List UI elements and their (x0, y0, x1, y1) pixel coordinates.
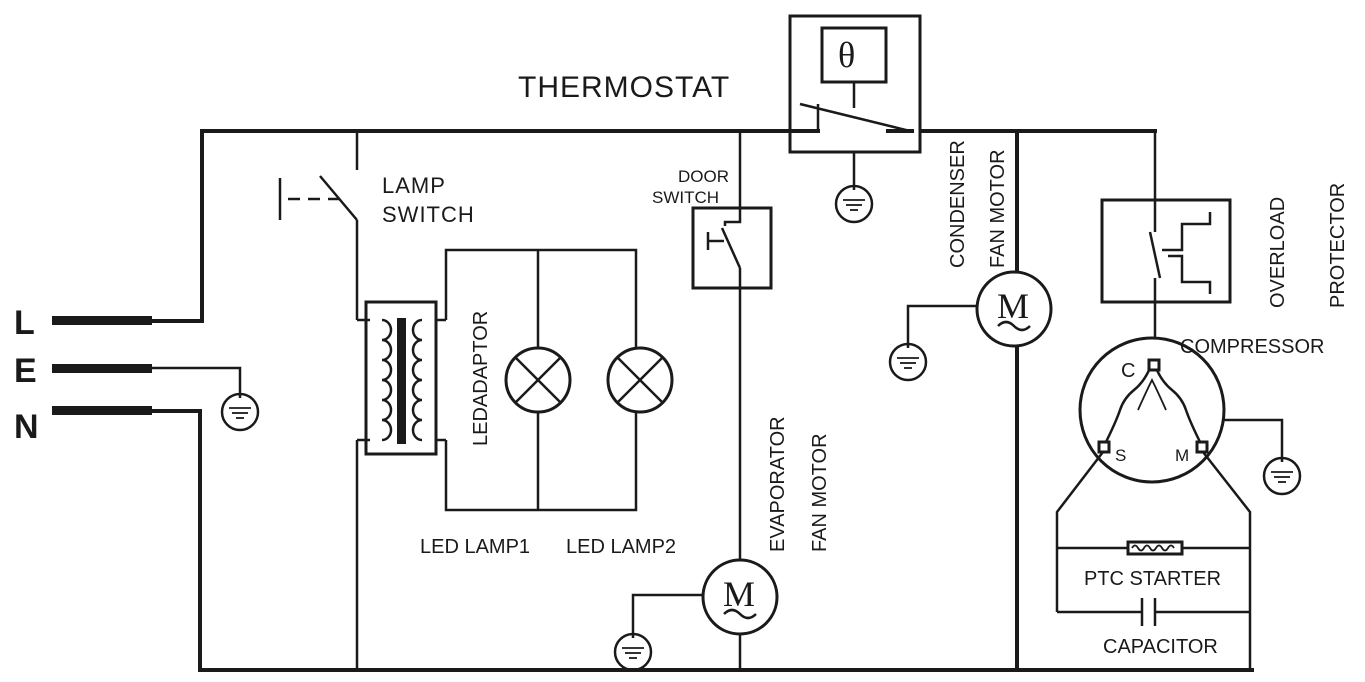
lamp-switch: LAMP SWITCH (278, 131, 475, 320)
ptc-starter-label: PTC STARTER (1084, 568, 1221, 590)
door-switch-label-2: SWITCH (652, 188, 719, 207)
led-lamp1-label: LED LAMP1 (420, 536, 530, 558)
led-adaptor: LEDADAPTOR (355, 300, 492, 670)
compressor: C S M COMPRESSOR (1078, 336, 1324, 496)
door-switch-label-1: DOOR (678, 167, 729, 186)
overload-label-1: OVERLOAD (1267, 197, 1289, 308)
thermostat-theta-symbol: θ (838, 35, 855, 75)
lamp-switch-label-2: SWITCH (382, 202, 475, 227)
compressor-label: COMPRESSOR (1180, 336, 1324, 358)
evaporator-label-2: FAN MOTOR (809, 433, 831, 552)
led-lamp-circuit: LED LAMP1 LED LAMP2 (420, 248, 676, 558)
led-lamp2-label: LED LAMP2 (566, 536, 676, 558)
condenser-motor-symbol: M (997, 286, 1029, 326)
compressor-ground-icon (1262, 446, 1302, 496)
evaporator-motor-symbol: M (723, 574, 755, 614)
door-switch: DOOR SWITCH (652, 131, 773, 290)
thermostat-label: THERMOSTAT (518, 71, 730, 104)
condenser-label-2: FAN MOTOR (987, 149, 1009, 268)
compressor-terminal-s: S (1115, 446, 1126, 465)
evaporator-fan-motor: M EVAPORATOR FAN MOTOR (613, 288, 831, 672)
terminal-neutral-label: N (14, 408, 39, 446)
terminal-earth-label: E (14, 352, 37, 390)
thermostat-ground-icon (834, 174, 874, 224)
capacitor-label: CAPACITOR (1103, 636, 1218, 658)
compressor-terminal-m: M (1175, 446, 1189, 465)
led-lamp1-icon (504, 346, 572, 414)
earth-ground-icon (220, 382, 260, 432)
compressor-terminal-c: C (1121, 360, 1135, 382)
ptc-starter-circuit: PTC STARTER CAPACITOR (1055, 451, 1252, 670)
terminal-live-label: L (14, 304, 35, 342)
overload-protector: OVERLOAD PROTECTOR (1100, 131, 1349, 362)
condenser-motor-icon (975, 270, 1053, 348)
led-adaptor-label: LEDADAPTOR (470, 311, 492, 446)
thermostat: θ THERMOSTAT (518, 14, 922, 224)
terminal-earth: E (14, 352, 260, 432)
condenser-fan-motor: M CONDENSER FAN MOTOR (888, 129, 1053, 672)
led-lamp2-icon (606, 346, 674, 414)
overload-label-2: PROTECTOR (1327, 183, 1349, 308)
condenser-label-1: CONDENSER (947, 140, 969, 268)
evaporator-ground-icon (613, 622, 653, 672)
compressor-icon (1078, 336, 1226, 484)
terminal-live: L (14, 304, 204, 342)
evaporator-label-1: EVAPORATOR (767, 416, 789, 552)
lamp-switch-label-1: LAMP (382, 173, 446, 198)
terminal-neutral: N (14, 406, 202, 672)
condenser-ground-icon (888, 332, 928, 382)
evaporator-motor-icon (701, 558, 779, 636)
